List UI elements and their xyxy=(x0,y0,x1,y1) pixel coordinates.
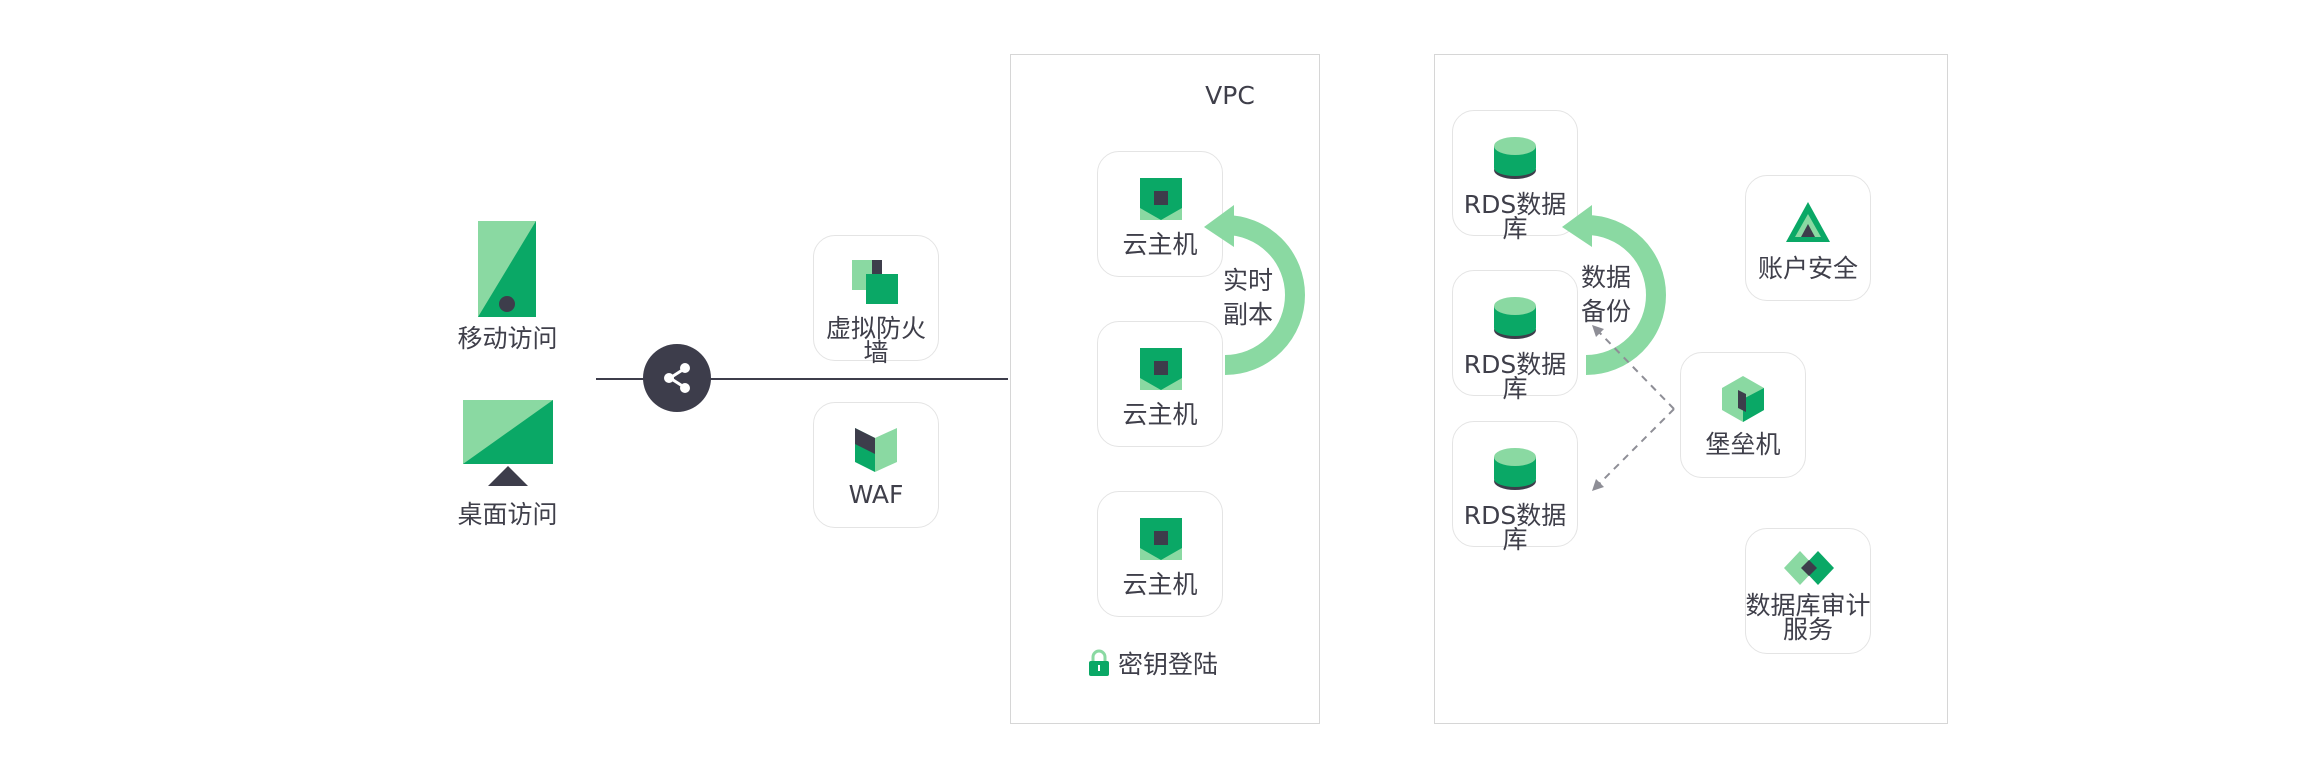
mobile-icon xyxy=(478,221,536,317)
server-icon xyxy=(1140,518,1182,560)
rds-label-2: 库 xyxy=(1502,374,1528,403)
rds-label-1: RDS数据 xyxy=(1463,190,1567,219)
account-security-label: 账户安全 xyxy=(1757,254,1858,283)
server-icon xyxy=(1140,348,1182,390)
share-icon[interactable] xyxy=(643,344,711,412)
rds-label-2: 库 xyxy=(1502,525,1528,554)
database-icon xyxy=(1494,447,1536,491)
monitor-icon xyxy=(463,400,553,486)
replica-label-1: 实时 xyxy=(1222,266,1273,295)
bastion-label: 堡垒机 xyxy=(1705,430,1781,459)
database-area-box xyxy=(1434,54,1948,724)
backup-arrow xyxy=(1556,205,1676,375)
cloud-host-label: 云主机 xyxy=(1122,400,1198,429)
database-icon xyxy=(1494,136,1536,180)
server-icon xyxy=(1140,178,1182,220)
waf-label: WAF xyxy=(848,480,904,509)
virtual-firewall-icon xyxy=(852,258,900,306)
replica-arrow xyxy=(1190,205,1310,375)
replica-label-2: 副本 xyxy=(1222,300,1273,329)
database-audit-label-2: 服务 xyxy=(1782,615,1833,644)
virtual-firewall-label-2: 墙 xyxy=(863,338,889,367)
lock-icon xyxy=(1089,649,1109,676)
virtual-firewall-label-1: 虚拟防火 xyxy=(825,314,926,343)
rds-label-2: 库 xyxy=(1502,214,1528,243)
desktop-access-label: 桌面访问 xyxy=(457,500,558,529)
vpc-title: VPC xyxy=(1205,81,1255,110)
triangle-shield-icon xyxy=(1786,202,1830,242)
bastion-dashed-arrows xyxy=(1590,325,1680,495)
rds-label-1: RDS数据 xyxy=(1463,350,1567,379)
vpc-box xyxy=(1010,54,1320,724)
database-icon xyxy=(1494,296,1536,340)
waf-icon xyxy=(855,428,899,472)
cloud-host-label: 云主机 xyxy=(1122,230,1198,259)
rds-label-1: RDS数据 xyxy=(1463,501,1567,530)
database-audit-label-1: 数据库审计 xyxy=(1745,591,1871,620)
connector-line xyxy=(596,378,1008,380)
diamond-audit-icon xyxy=(1784,551,1834,585)
backup-label-1: 数据 xyxy=(1580,263,1631,292)
cloud-host-label: 云主机 xyxy=(1122,570,1198,599)
backup-label-2: 备份 xyxy=(1580,297,1631,326)
key-login-label: 密钥登陆 xyxy=(1118,650,1219,679)
mobile-access-label: 移动访问 xyxy=(457,324,558,353)
database-audit-card[interactable] xyxy=(1745,528,1871,654)
hexagon-cube-icon xyxy=(1720,376,1766,422)
